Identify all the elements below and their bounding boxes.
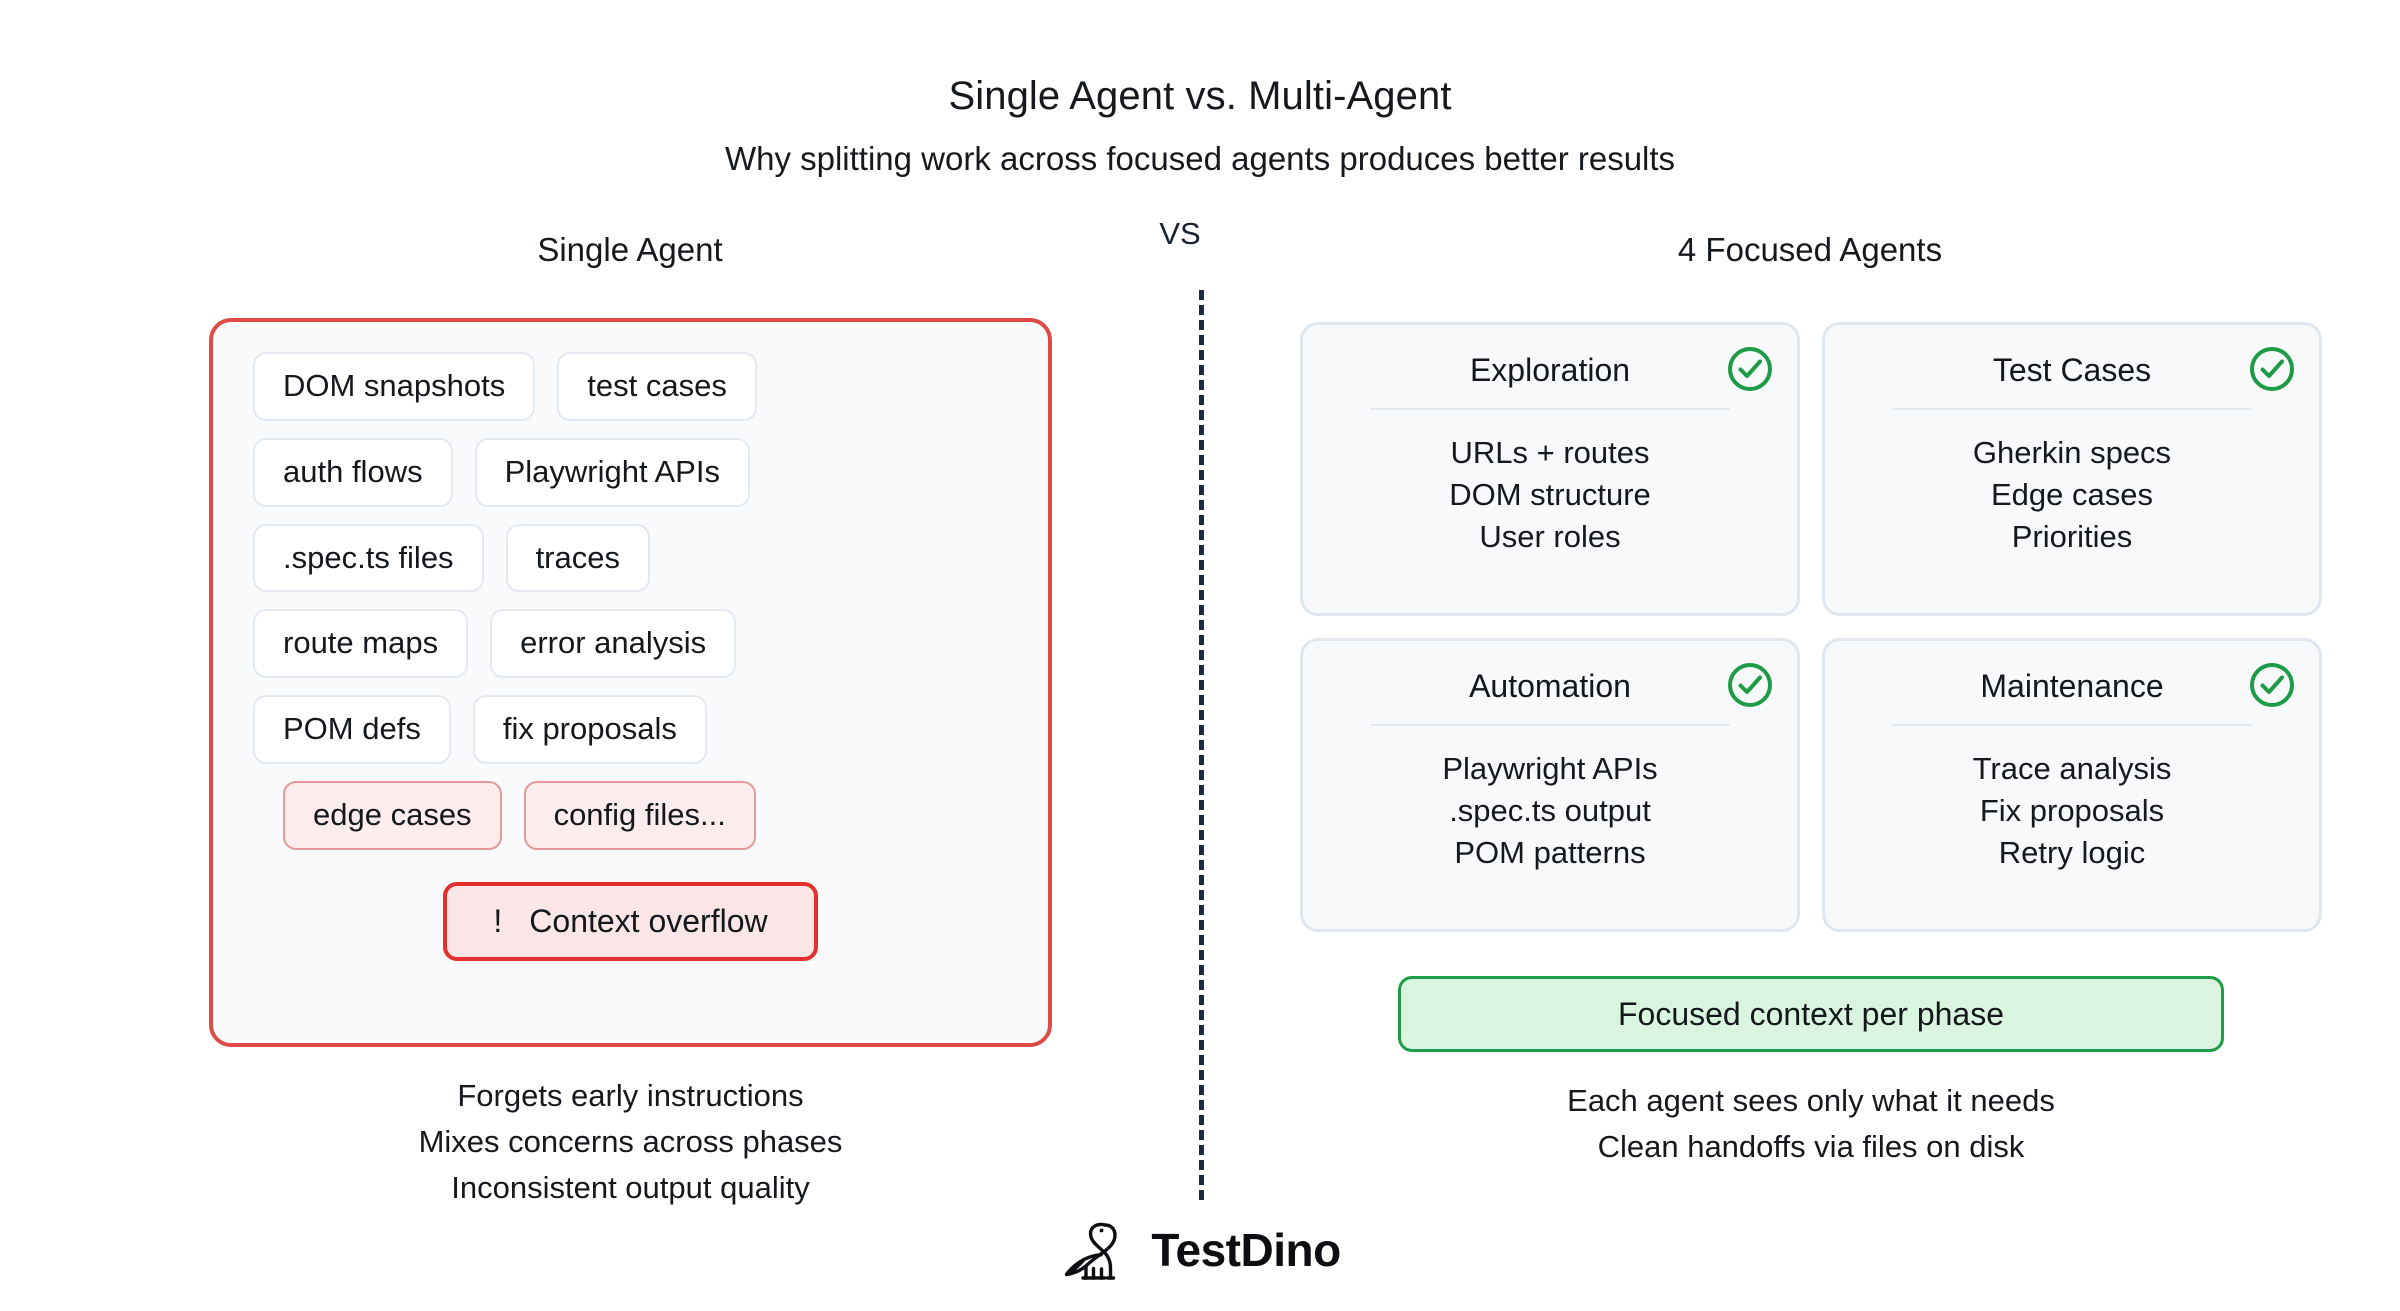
chip-edge-cases: edge cases [283, 780, 502, 850]
card-divider [1369, 724, 1731, 727]
agent-card-line: Retry logic [1998, 835, 2146, 871]
chip-dom-snapshots: DOM snapshots [253, 352, 536, 421]
benefit-line-2: Clean handoffs via files on disk [1597, 1129, 2025, 1164]
chip-test-cases: test cases [557, 352, 757, 421]
agent-card-line: Trace analysis [1972, 751, 2172, 787]
multi-agent-benefits: Each agent sees only what it needs Clean… [1300, 1078, 2322, 1170]
chip-row: DOM snapshots test cases [253, 352, 1008, 421]
exclamation-mark-icon: ! [493, 902, 503, 939]
check-circle-icon [1725, 344, 1775, 394]
agent-card-lines: URLs + routes DOM structure User roles [1333, 432, 1767, 558]
chip-config-files: config files... [523, 780, 756, 850]
check-circle-icon [2247, 660, 2297, 710]
agent-card-title: Test Cases [1992, 352, 2152, 388]
chip-playwright-apis: Playwright APIs [474, 437, 750, 507]
agent-card-lines: Gherkin specs Edge cases Priorities [1855, 432, 2289, 558]
header: Single Agent vs. Multi-Agent Why splitti… [0, 72, 2400, 179]
agent-card-test-cases: Test Cases Gherkin specs Edge cases Prio… [1822, 322, 2322, 616]
page-subtitle: Why splitting work across focused agents… [724, 140, 1676, 177]
agent-card-line: DOM structure [1449, 477, 1651, 513]
chip-error-analysis: error analysis [490, 609, 737, 678]
agent-card-line: Playwright APIs [1442, 751, 1658, 787]
chip-traces: traces [505, 523, 650, 593]
context-overflow-wrapper: ! Context overflow [253, 881, 1008, 961]
chip-row-overflowing: edge cases config files... [253, 780, 1008, 850]
drawback-line-1: Forgets early instructions [457, 1078, 804, 1113]
check-circle-icon [1725, 660, 1775, 710]
chip-row: auth flows Playwright APIs [253, 437, 1008, 507]
focused-agents-grid: Exploration URLs + routes DOM structure … [1300, 322, 2322, 932]
brand-lockup: TestDino [0, 1214, 2400, 1286]
benefit-line-1: Each agent sees only what it needs [1567, 1083, 2055, 1118]
agent-card-line: URLs + routes [1450, 435, 1650, 471]
focused-context-label: Focused context per phase [1617, 995, 2004, 1032]
card-divider [1369, 408, 1731, 411]
chip-fix-proposals: fix proposals [472, 695, 707, 764]
left-column-heading: Single Agent [537, 231, 723, 268]
agent-card-automation: Automation Playwright APIs .spec.ts outp… [1300, 638, 1800, 932]
drawback-line-3: Inconsistent output quality [451, 1170, 810, 1205]
agent-card-title: Maintenance [1980, 668, 2164, 704]
focused-context-banner: Focused context per phase [1398, 976, 2224, 1052]
chip-pom-defs: POM defs [253, 695, 451, 764]
chip-auth-flows: auth flows [253, 437, 453, 507]
chip-row: .spec.ts files traces [253, 523, 1008, 593]
agent-card-line: .spec.ts output [1449, 793, 1651, 829]
chip-row: route maps error analysis [253, 609, 1008, 678]
agent-card-maintenance: Maintenance Trace analysis Fix proposals… [1822, 638, 2322, 932]
agent-card-title: Exploration [1469, 352, 1631, 388]
agent-card-lines: Trace analysis Fix proposals Retry logic [1855, 748, 2289, 874]
right-column-heading: 4 Focused Agents [1677, 231, 1943, 268]
drawback-line-2: Mixes concerns across phases [418, 1124, 843, 1159]
agent-card-line: Edge cases [1991, 477, 2153, 513]
agent-card-line: Fix proposals [1979, 793, 2165, 829]
agent-card-line: POM patterns [1454, 835, 1646, 871]
agent-card-line: Priorities [2011, 519, 2133, 555]
chip-row: POM defs fix proposals [253, 695, 1008, 764]
agent-card-title: Automation [1469, 668, 1631, 704]
brand-name: TestDino [1151, 1224, 1341, 1276]
single-agent-drawbacks: Forgets early instructions Mixes concern… [209, 1073, 1052, 1211]
chip-route-maps: route maps [253, 609, 469, 678]
vs-label: VS [1159, 216, 1201, 251]
dinosaur-icon [1059, 1214, 1137, 1286]
card-divider [1891, 408, 2253, 411]
card-divider [1891, 724, 2253, 727]
page-title: Single Agent vs. Multi-Agent [948, 74, 1452, 118]
agent-card-exploration: Exploration URLs + routes DOM structure … [1300, 322, 1800, 616]
agent-card-line: User roles [1479, 519, 1621, 555]
check-circle-icon [2247, 344, 2297, 394]
vertical-dashed-divider [1199, 290, 1204, 1200]
single-agent-panel: DOM snapshots test cases auth flows Play… [209, 318, 1052, 1047]
single-agent-chip-list: DOM snapshots test cases auth flows Play… [253, 352, 1008, 850]
context-overflow-label: Context overflow [529, 902, 768, 939]
agent-card-line: Gherkin specs [1972, 435, 2172, 471]
chip-spec-ts-files: .spec.ts files [253, 523, 484, 593]
context-overflow-badge: ! Context overflow [443, 881, 818, 961]
agent-card-lines: Playwright APIs .spec.ts output POM patt… [1333, 748, 1767, 874]
